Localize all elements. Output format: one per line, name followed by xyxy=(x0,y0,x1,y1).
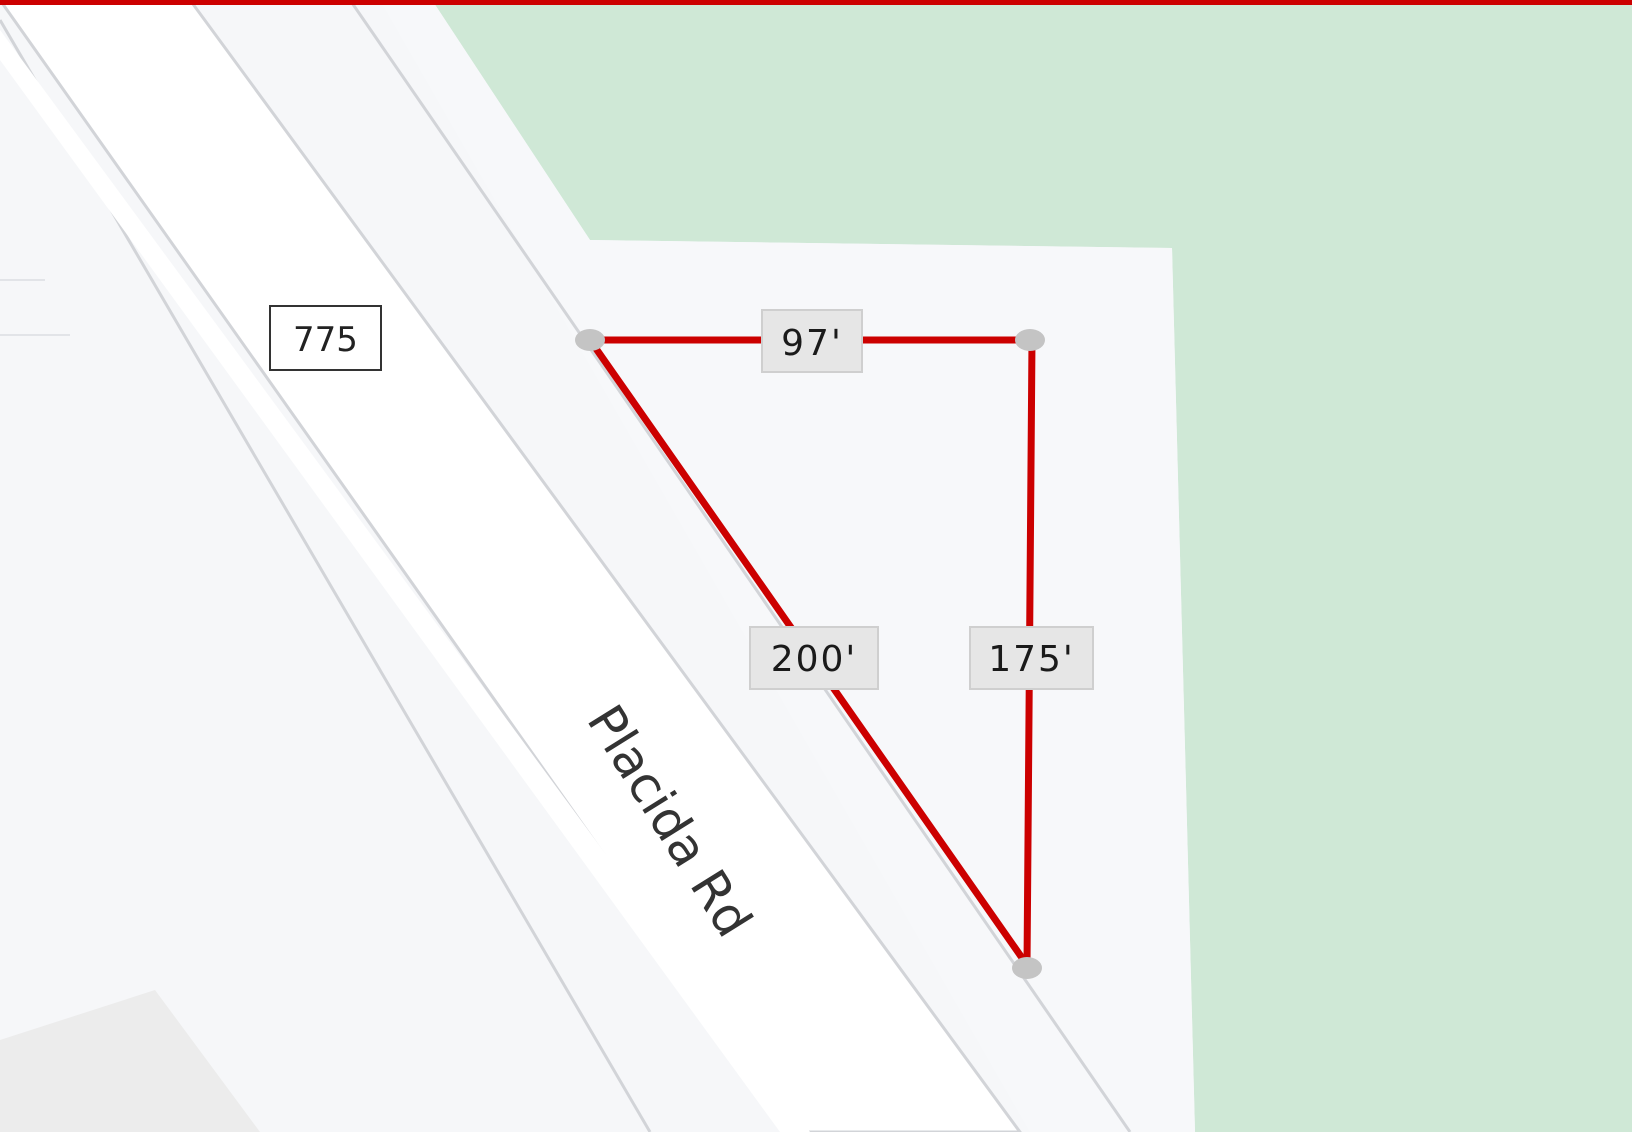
road-placida xyxy=(0,0,1022,1132)
road-edge xyxy=(348,0,1132,1132)
parcel-number-label[interactable]: 775 xyxy=(269,305,382,371)
dimension-label-hypotenuse: 200' xyxy=(749,626,879,690)
top-frame-border xyxy=(0,0,1632,5)
parcel-vertex[interactable] xyxy=(575,329,605,351)
dimension-top-text: 97' xyxy=(781,323,843,364)
dimension-label-top: 97' xyxy=(761,309,863,373)
lot-block xyxy=(380,0,1195,1132)
dimension-right-text: 175' xyxy=(988,639,1075,680)
park-area xyxy=(432,0,1632,1132)
road-shoulder xyxy=(0,30,810,1132)
parcel-vertex[interactable] xyxy=(1012,957,1042,979)
parcel-vertex[interactable] xyxy=(1015,329,1045,351)
dimension-hypotenuse-text: 200' xyxy=(771,639,858,680)
building-footprint xyxy=(0,990,260,1132)
parcel-number-text: 775 xyxy=(293,320,358,360)
dimension-label-right: 175' xyxy=(969,626,1094,690)
